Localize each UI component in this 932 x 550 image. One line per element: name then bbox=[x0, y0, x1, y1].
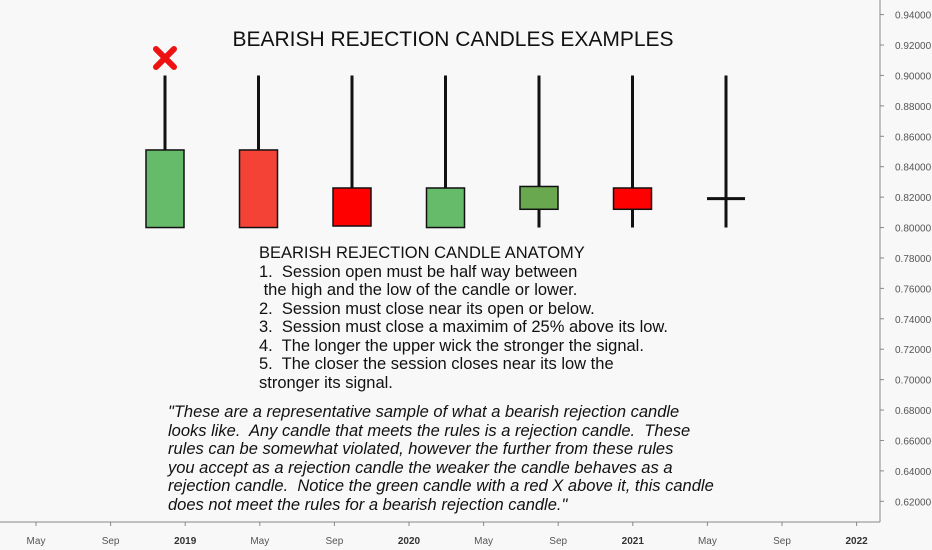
chart-title: BEARISH REJECTION CANDLES EXAMPLES bbox=[232, 28, 674, 51]
x-tick-label: 2020 bbox=[398, 536, 421, 547]
y-tick-label: 0.86000 bbox=[895, 132, 932, 143]
y-tick-label: 0.80000 bbox=[895, 224, 932, 235]
x-tick-label: Sep bbox=[102, 536, 120, 547]
y-tick-label: 0.88000 bbox=[895, 102, 932, 113]
candle-body bbox=[145, 149, 185, 229]
anatomy-line: 3. Session must close a maximim of 25% a… bbox=[259, 318, 669, 336]
x-tick-label: May bbox=[474, 536, 493, 547]
anatomy-line: 1. Session open must be half way between bbox=[259, 262, 578, 281]
x-tick-label: Sep bbox=[773, 536, 791, 547]
anatomy-line: 5. The closer the session closes near it… bbox=[259, 355, 614, 373]
candle bbox=[238, 75, 279, 229]
x-tick-label: Sep bbox=[326, 536, 344, 547]
y-tick-label: 0.66000 bbox=[895, 436, 932, 447]
y-tick-label: 0.68000 bbox=[895, 406, 932, 417]
y-tick-label: 0.70000 bbox=[895, 376, 932, 387]
y-tick-label: 0.94000 bbox=[895, 11, 932, 22]
x-tick-label: 2022 bbox=[845, 536, 868, 547]
anatomy-heading: BEARISH REJECTION CANDLE ANATOMY bbox=[259, 244, 585, 262]
candle bbox=[332, 75, 372, 227]
red-x-icon bbox=[153, 46, 177, 70]
quote-line: looks like. Any candle that meets the ru… bbox=[168, 421, 691, 440]
y-tick-label: 0.82000 bbox=[895, 193, 932, 204]
candles-group bbox=[145, 75, 745, 229]
x-tick-label: May bbox=[250, 536, 269, 547]
candle-body bbox=[612, 187, 653, 211]
quote-line: rejection candle. Notice the green candl… bbox=[168, 477, 714, 495]
y-tick-label: 0.76000 bbox=[895, 284, 932, 295]
x-tick-label: 2021 bbox=[622, 536, 645, 547]
markers-group bbox=[153, 46, 177, 70]
candle-body bbox=[425, 187, 466, 229]
y-axis: 0.94000 0.92000 0.90000 0.88000 0.86000 0.840… bbox=[879, 0, 932, 522]
candle bbox=[145, 75, 185, 229]
candle bbox=[612, 75, 653, 228]
quote-line: rules can be somewhat violated, however … bbox=[168, 440, 674, 458]
quote-line: does not meet the rules for a bearish re… bbox=[168, 495, 568, 514]
y-tick-label: 0.64000 bbox=[895, 467, 932, 478]
x-tick-label: Sep bbox=[549, 536, 567, 547]
y-tick-label: 0.90000 bbox=[895, 71, 932, 82]
y-tick-label: 0.78000 bbox=[895, 254, 932, 265]
anatomy-line: stronger its signal. bbox=[259, 373, 393, 392]
candle-body bbox=[519, 185, 559, 211]
anatomy-line: the high and the low of the candle or lo… bbox=[259, 281, 578, 299]
y-tick-label: 0.72000 bbox=[895, 345, 932, 356]
y-tick-label: 0.74000 bbox=[895, 315, 932, 326]
y-tick-label: 0.92000 bbox=[895, 41, 932, 52]
candle bbox=[519, 75, 559, 228]
anatomy-line: 4. The longer the upper wick the stronge… bbox=[259, 336, 644, 355]
candle-body bbox=[332, 187, 372, 227]
quote-annotation: "These are a representative sample of wh… bbox=[168, 403, 714, 514]
quote-line: you accept as a rejection candle the wea… bbox=[168, 458, 673, 477]
y-tick-label: 0.84000 bbox=[895, 163, 932, 174]
candle-body bbox=[238, 149, 279, 229]
candle bbox=[707, 75, 745, 228]
candle bbox=[425, 75, 466, 229]
anatomy-line: 2. Session must close near its open or b… bbox=[259, 299, 595, 318]
anatomy-annotation: BEARISH REJECTION CANDLE ANATOMY 1. Sess… bbox=[259, 244, 668, 392]
quote-line: "These are a representative sample of wh… bbox=[168, 403, 680, 421]
x-tick-label: 2019 bbox=[174, 536, 197, 547]
x-tick-label: May bbox=[698, 536, 717, 547]
y-tick-label: 0.62000 bbox=[895, 497, 932, 508]
x-tick-label: May bbox=[27, 536, 46, 547]
x-axis: May Sep 2019 May Sep 2020 May Sep 2021 May Sep 2022 bbox=[0, 521, 880, 547]
